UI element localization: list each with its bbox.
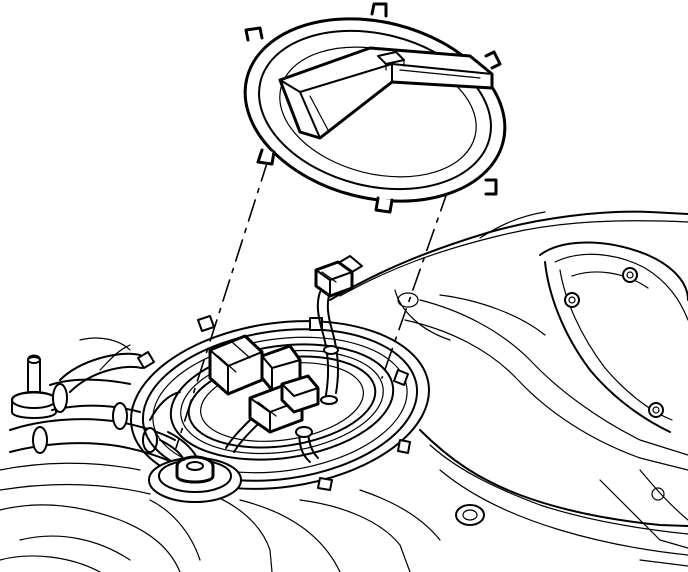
alignment-guide-lines <box>175 159 449 449</box>
fuel-line-fitting <box>148 391 242 503</box>
module-electrical-connector <box>208 334 320 434</box>
fuel-tank-body <box>329 210 688 567</box>
left-hoses-and-fittings <box>0 337 441 572</box>
lock-ring-removal-tool <box>243 2 507 214</box>
tank-panel-bolt <box>564 292 580 308</box>
tank-panel-bolt <box>648 402 664 418</box>
module-wiring-harness <box>225 255 363 463</box>
tank-panel-bolt <box>622 267 638 283</box>
